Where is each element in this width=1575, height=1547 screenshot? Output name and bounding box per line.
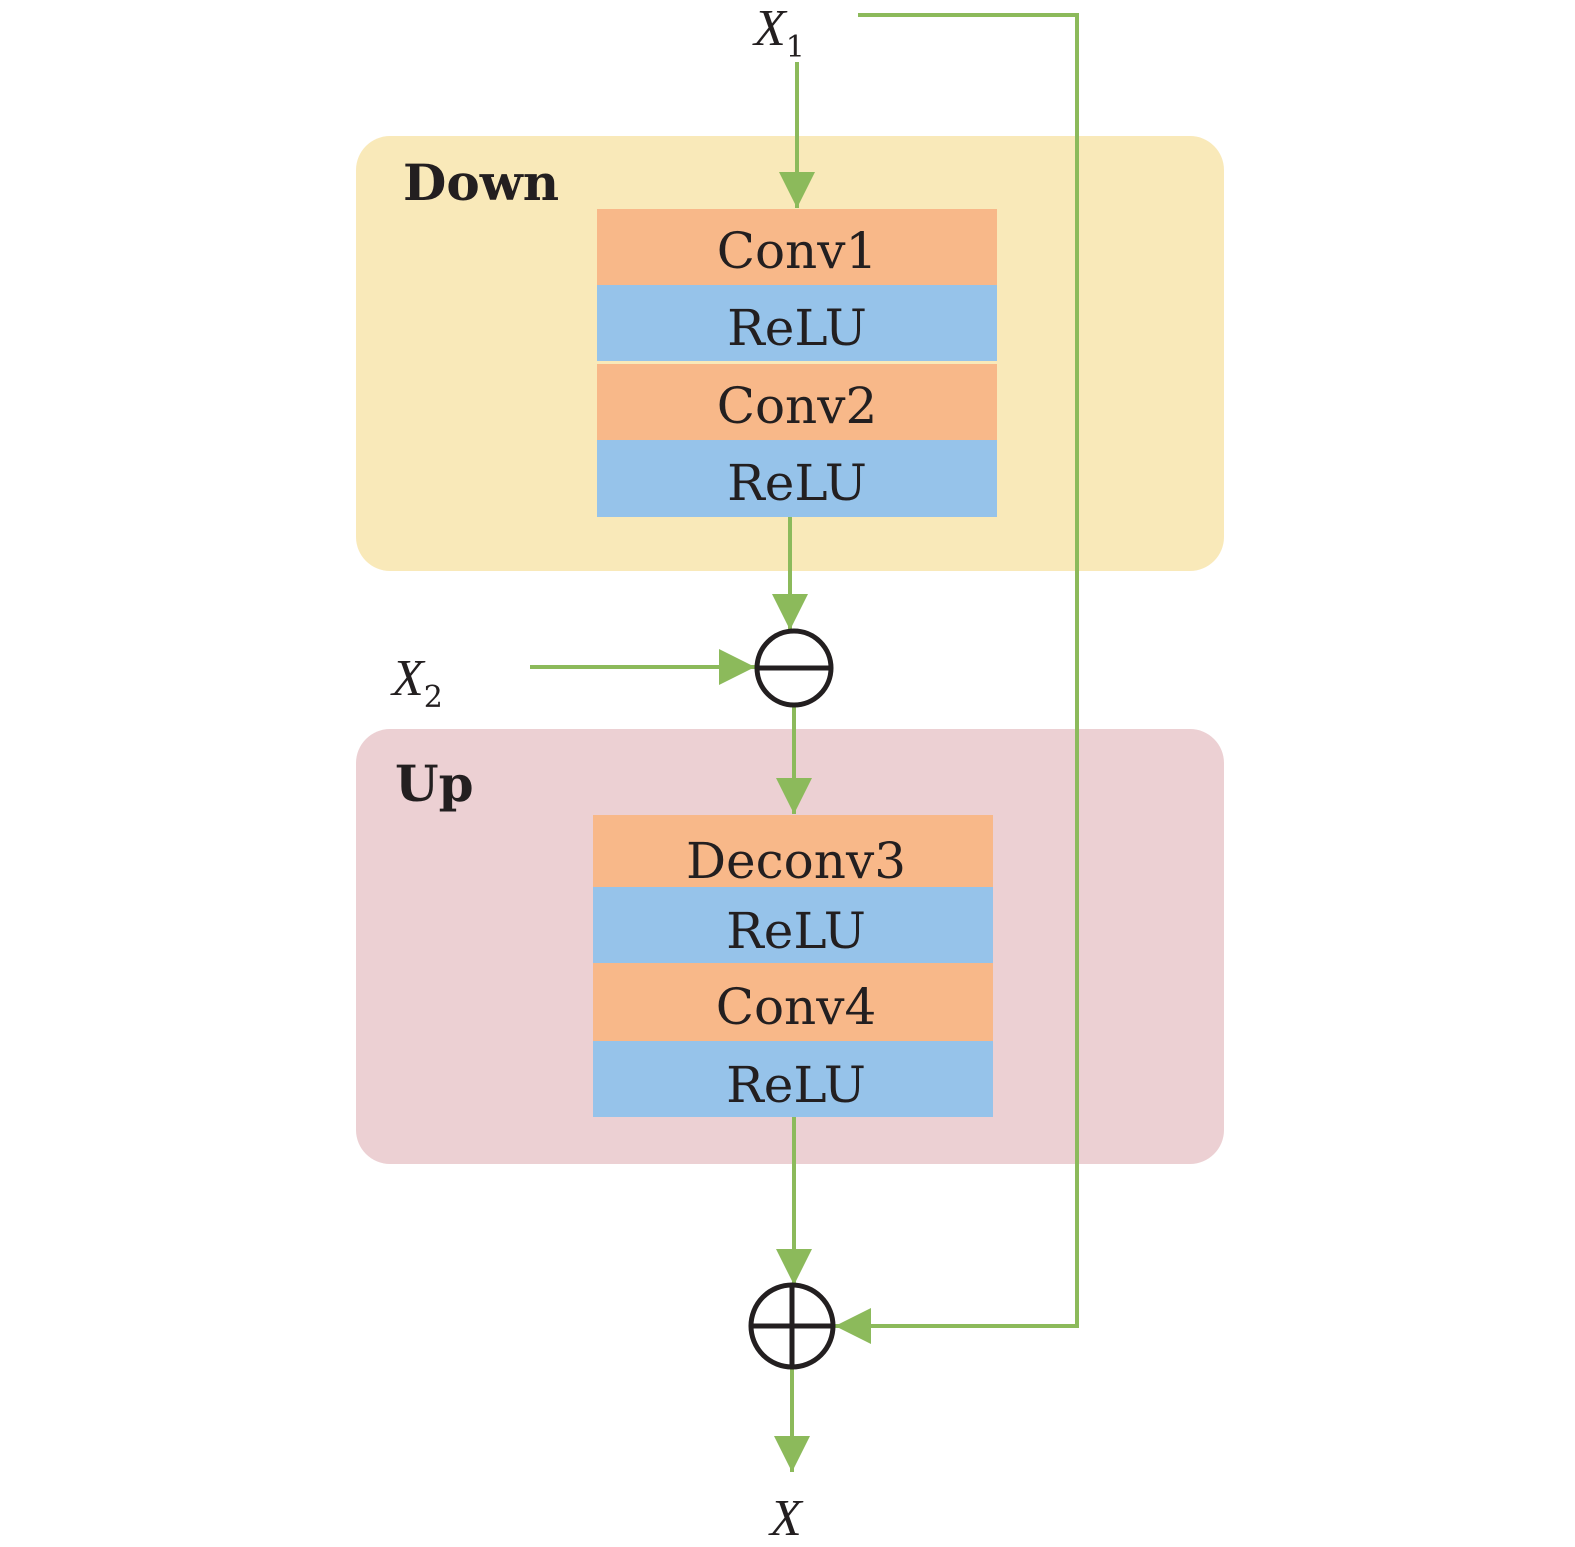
input-x2-label: X2 <box>390 650 443 715</box>
add-operator-icon <box>748 1282 836 1370</box>
skip-connection <box>835 13 1079 1344</box>
up-block-title: Up <box>395 754 474 813</box>
down-layer-label: Conv1 <box>717 222 878 280</box>
down-layer-label: Conv2 <box>717 377 878 435</box>
input-x1-label: X1 <box>752 0 805 65</box>
down-layer-relu1 <box>597 285 997 361</box>
up-layer-deconv3 <box>593 815 993 889</box>
connector-lines <box>530 13 1079 1472</box>
down-layer-stack: Conv1 ReLU Conv2 ReLU <box>597 209 997 517</box>
down-layer-relu2 <box>597 440 997 517</box>
x1-subscript: 1 <box>786 30 805 65</box>
x2-base: X <box>390 650 426 707</box>
x2-subscript: 2 <box>424 680 443 715</box>
output-x-label: X <box>768 1490 804 1547</box>
down-block-title: Down <box>403 153 559 212</box>
up-layer-relu3 <box>593 887 993 963</box>
up-layer-relu4 <box>593 1041 993 1117</box>
subtract-operator-icon <box>754 628 834 708</box>
up-layer-label: Conv4 <box>716 978 877 1036</box>
up-layer-label: ReLU <box>726 1056 866 1114</box>
x1-base: X <box>752 0 788 57</box>
up-layer-stack: Deconv3 ReLU Conv4 ReLU <box>593 815 993 1117</box>
up-layer-label: Deconv3 <box>686 832 906 890</box>
down-layer-conv1 <box>597 209 997 285</box>
up-layer-label: ReLU <box>726 902 866 960</box>
up-layer-conv4 <box>593 963 993 1041</box>
down-layer-label: ReLU <box>727 299 867 357</box>
down-layer-conv2 <box>597 364 997 440</box>
down-layer-label: ReLU <box>727 454 867 512</box>
